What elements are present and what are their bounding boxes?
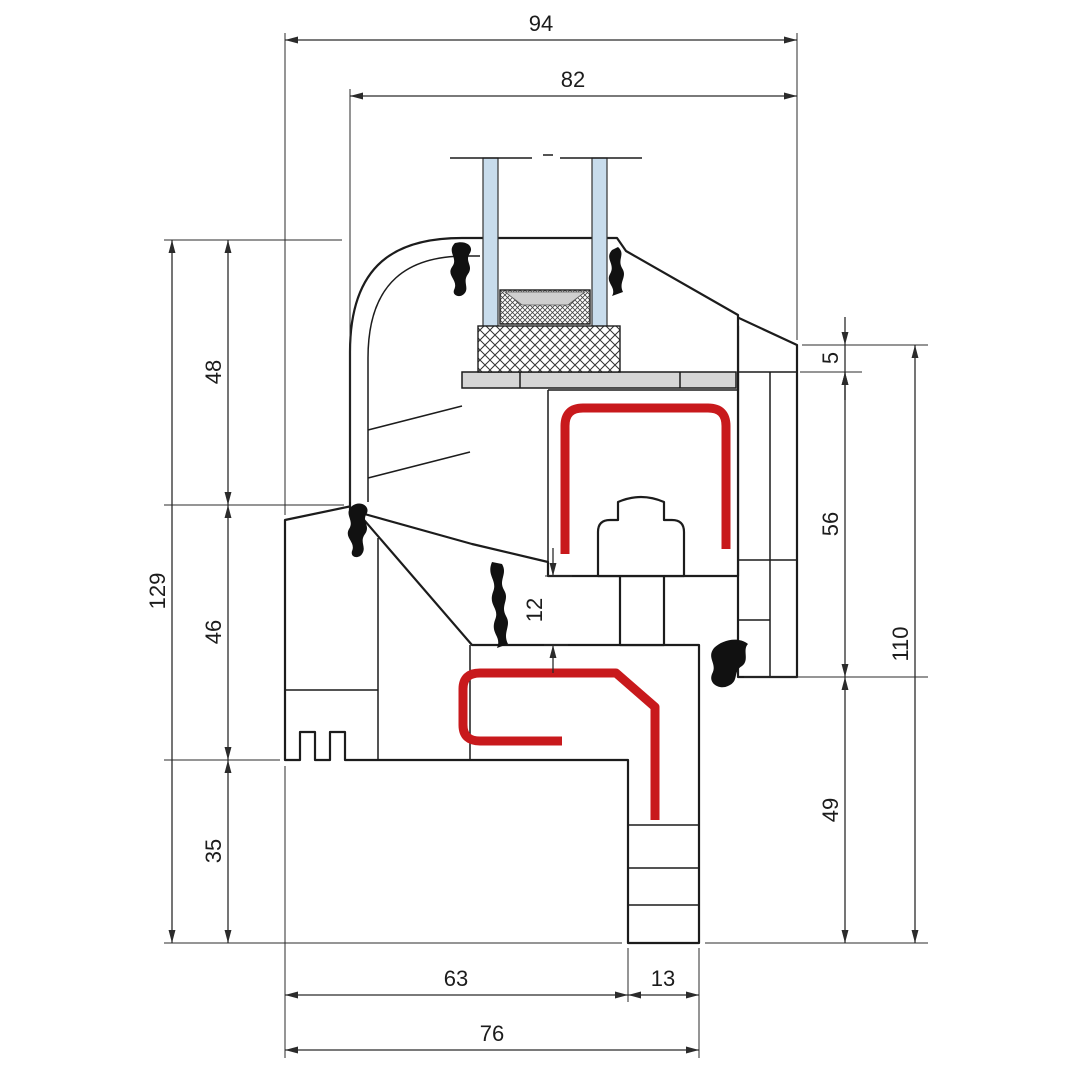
dim-right-upper-label: 56 [818,512,843,536]
gasket-center-seal [490,562,508,648]
dimension-bottom-total: 76 [285,1021,699,1054]
sash-chamber-lines [367,255,738,576]
sash-interlock-stem [618,574,666,647]
steel-reinforcement-lower [458,668,660,820]
dim-right-top-offset-label: 5 [818,352,843,364]
dimension-center-gap: 12 [522,548,557,673]
dim-left-total-label: 129 [145,573,170,610]
glazing-bridge-bar [461,371,737,389]
sash-interlock-head [596,495,686,578]
spacer-butyl [503,291,587,306]
extension-lines [164,33,928,1058]
gasket-frame-right [711,639,748,688]
glazing-block-hatch [477,325,621,373]
gasket-sash-frame-left [347,503,368,558]
dim-bottom-left-label: 63 [444,966,468,991]
dim-right-lower-label: 49 [818,798,843,822]
glazing-bridge [461,371,737,389]
dimension-top-overall: 94 [285,11,797,44]
dimension-top-glazing: 82 [350,67,797,100]
frame-right-chamber-lines [738,371,797,677]
dim-top-glazing-label: 82 [561,67,585,92]
dimension-right-total: 110 [888,345,919,943]
dim-bottom-right-label: 13 [651,966,675,991]
dimension-left-middle: 46 [201,505,232,760]
dimension-right-top-offset: 5 [818,317,849,400]
dimension-right-lower: 49 [818,677,849,943]
frame-lower-chamber-lines [285,538,699,906]
dim-center-gap-label: 12 [522,598,547,622]
dim-left-lower-label: 35 [201,839,226,863]
dim-left-upper-label: 48 [201,360,226,384]
sash-profile [348,236,740,578]
dimension-left-total: 129 [145,240,176,943]
gasket-glass-inner [608,247,624,296]
glazing-bridge-joints [519,372,681,388]
dimension-right-upper: 56 [818,372,849,677]
steel-reinforcement-upper [560,403,731,554]
dim-bottom-total-label: 76 [480,1021,504,1046]
dimension-left-upper: 48 [201,240,232,505]
glass-break-lines [450,154,642,159]
dimension-bottom-left: 63 [285,966,628,999]
dim-left-middle-label: 46 [201,620,226,644]
dimension-left-lower: 35 [201,760,232,943]
dimension-bottom-right: 13 [628,966,699,999]
dim-right-total-label: 110 [888,626,913,661]
dim-top-overall-label: 94 [529,11,553,36]
gasket-glass-outer [450,242,472,297]
glazing-spacer [499,289,591,325]
